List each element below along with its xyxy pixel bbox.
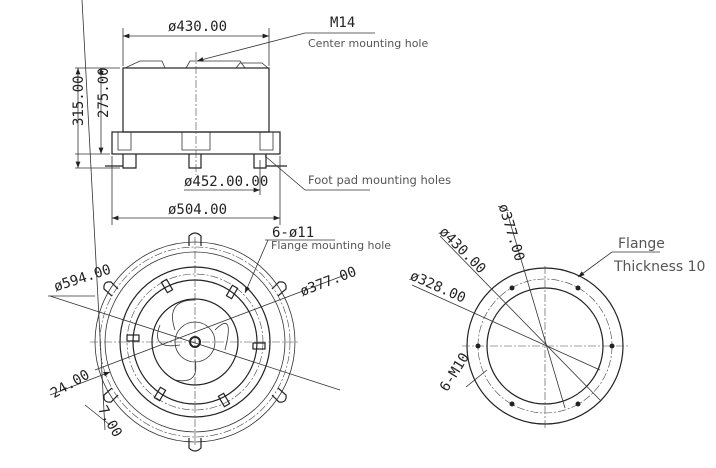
top-cover [124, 60, 269, 69]
foot-pads [122, 154, 267, 169]
flange-label: Flange [618, 236, 665, 252]
inner-diameter-dim: ø377.00 [298, 264, 359, 300]
mounting-lugs [103, 232, 287, 452]
foot-pad-label: Foot pad mounting holes [308, 173, 451, 187]
base-ribs [117, 132, 274, 151]
thread-spec-dim: 6-M10 [437, 350, 473, 394]
center-hole-label: Center mounting hole [308, 37, 428, 50]
foot-pad-pcd-dim: ø452.00.00 [184, 174, 268, 190]
thickness-label: Thickness 10 [613, 259, 705, 275]
fan-blades [157, 299, 229, 382]
outer-diameter-dim: ø594.00 [52, 262, 113, 295]
flange-hole-label: Flange mounting hole [271, 239, 391, 252]
flange-hole-spec: 6-ø11 [272, 225, 314, 241]
center-hole-spec: M14 [330, 15, 355, 31]
slot-width-dim: 24.00 [48, 367, 93, 402]
clamp-blocks [126, 278, 266, 408]
top-diameter-dim: ø430.00 [168, 19, 227, 35]
base-diameter-dim: ø504.00 [168, 202, 227, 218]
total-height-dim: 315.00 [71, 75, 87, 126]
body-height-dim: 275.00 [96, 67, 112, 118]
d430-dim: ø430.00 [436, 224, 489, 277]
bolt-holes [475, 285, 615, 407]
d377-dim: ø377.00 [495, 202, 528, 263]
side-view: ø430.00 M14 Center mounting hole 315.00 … [71, 15, 451, 225]
flange-view: ø377.00 ø430.00 ø328.00 6-M10 Flange Thi… [407, 202, 705, 428]
